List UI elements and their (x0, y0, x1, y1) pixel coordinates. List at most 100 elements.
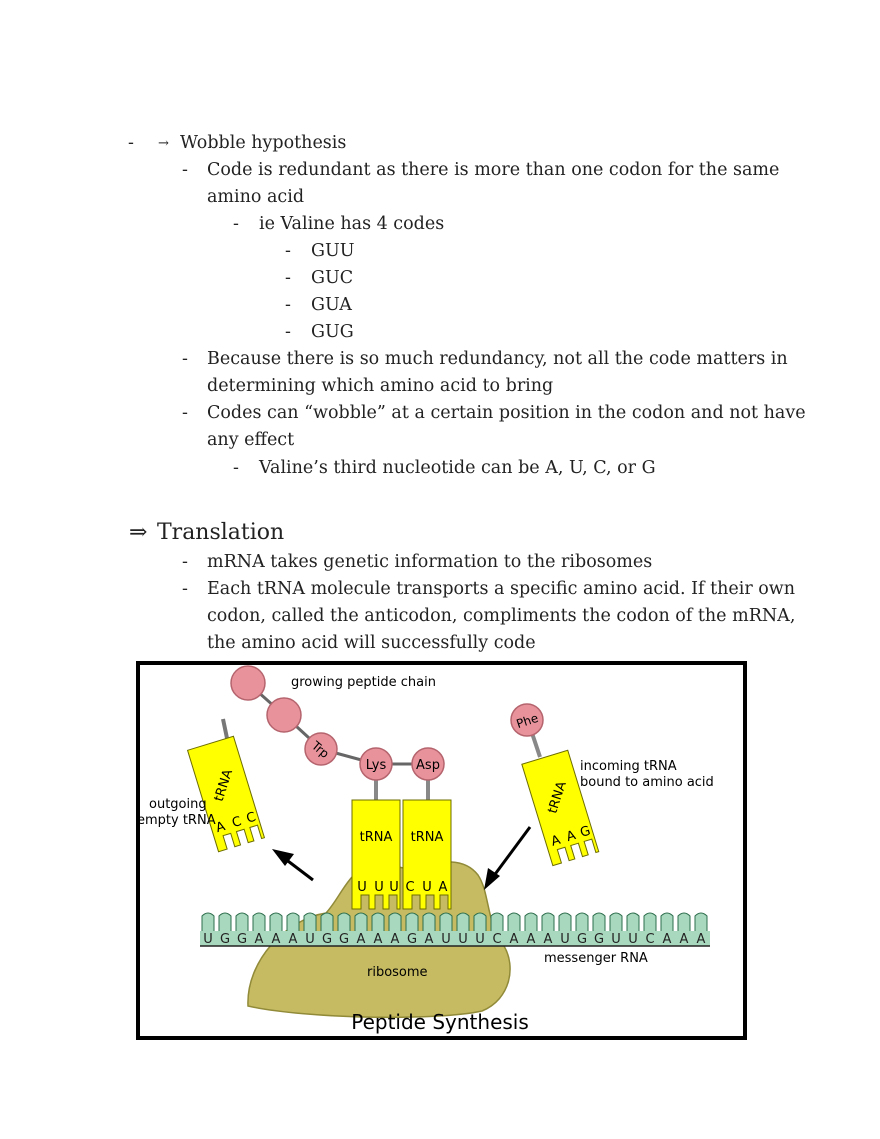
exit-arrow-icon (272, 849, 314, 882)
figure-title: Peptide Synthesis (351, 1010, 529, 1034)
mrna-base: G (322, 932, 332, 947)
incoming-label-2: bound to amino acid (580, 775, 714, 790)
mrna-tooth (354, 912, 368, 931)
translation-heading: Translation (157, 520, 285, 545)
mrna-tooth (252, 912, 266, 931)
mrna-tooth (558, 912, 572, 931)
mrna-tooth (201, 912, 215, 931)
mrna-base: A (289, 932, 298, 947)
lys-label: Lys (366, 758, 387, 773)
wobble-title: Wobble hypothesis (180, 133, 347, 153)
mrna-base: A (374, 932, 383, 947)
mrna-tooth (609, 912, 623, 931)
trna-line-3: the amino acid will successfully code (207, 633, 536, 653)
redundant-line-2: amino acid (207, 187, 305, 207)
mrna-base: A (510, 932, 519, 947)
amino-acid-asp (411, 747, 445, 781)
arrow-marker: → (158, 136, 169, 151)
valine-line: ie Valine has 4 codes (259, 214, 445, 234)
anticodon-base: U (357, 880, 367, 895)
mrna-tooth (575, 912, 589, 931)
bullet-dash: - (182, 579, 188, 599)
mrna-tooth (592, 912, 606, 931)
trna-label: tRNA (411, 830, 444, 845)
trna-label: tRNA (360, 830, 393, 845)
bullet-dash: - (285, 268, 291, 288)
ribosome-label: ribosome (367, 965, 428, 980)
trna-incoming: tRNA A A G (521, 749, 600, 867)
mrna-base: A (255, 932, 264, 947)
mrna-base: G (577, 932, 587, 947)
mrna-tooth (286, 912, 300, 931)
mrna-tooth (371, 912, 385, 931)
mrna-tooth (337, 912, 351, 931)
mrna-backbone (200, 931, 710, 946)
mrna-tooth (490, 912, 504, 931)
mrna-base: A (663, 932, 672, 947)
mrna-base: A (527, 932, 536, 947)
mrna-strand (200, 912, 710, 947)
mrna-tooth (694, 912, 708, 931)
mrna-base: C (492, 932, 501, 947)
codon-item: GUC (311, 268, 354, 288)
mrna-base: G (220, 932, 230, 947)
wobble-line-2: any effect (207, 430, 295, 450)
bullet-dash: - (233, 458, 239, 478)
mrna-line: mRNA takes genetic information to the ri… (207, 552, 653, 572)
bullet-dash: - (233, 214, 239, 234)
mrna-base: G (237, 932, 247, 947)
mrna-base: U (628, 932, 638, 947)
trna-outgoing: tRNA A C C (186, 735, 266, 853)
mrna-base: G (594, 932, 604, 947)
codon-item: GUA (311, 295, 352, 315)
anticodon-base: A (439, 880, 448, 895)
wobble-line-1: Codes can “wobble” at a certain position… (207, 403, 806, 423)
entry-arrow-icon (484, 826, 532, 890)
mrna-base: A (272, 932, 281, 947)
mrna-tooth (218, 912, 232, 931)
amino-acid-phe (510, 703, 544, 737)
mrna-base: U (475, 932, 485, 947)
anticodon-base: C (245, 810, 258, 827)
mrna-base: U (560, 932, 570, 947)
mrna-base: U (203, 932, 213, 947)
bullet-dash: - (285, 295, 291, 315)
trna-line-1: Each tRNA molecule transports a specific… (207, 579, 796, 599)
mrna-tooth (388, 912, 402, 931)
anticodon-base: A (214, 819, 227, 836)
bullet-dash: - (182, 552, 188, 572)
mrna-tooth (422, 912, 436, 931)
codon-item: GUG (311, 322, 354, 342)
mrna-tooth (677, 912, 691, 931)
mrna-tooth (626, 912, 640, 931)
mrna-base: U (441, 932, 451, 947)
bullet-dash: - (285, 241, 291, 261)
double-arrow-icon: ⇒ (129, 520, 148, 545)
messenger-rna-label: messenger RNA (544, 951, 648, 966)
anticodon-base: U (422, 880, 432, 895)
mrna-base: A (357, 932, 366, 947)
bullet-dash: - (128, 133, 134, 153)
mrna-tooth (269, 912, 283, 931)
trna-right: tRNA C U A (402, 799, 452, 910)
mrna-base: C (645, 932, 654, 947)
anticodon-base: C (405, 880, 414, 895)
peptide-chain: Trp Lys Asp Phe (221, 665, 544, 801)
trna-left: tRNA U U U (351, 799, 401, 910)
codon-item: GUU (311, 241, 355, 261)
mrna-tooth (473, 912, 487, 931)
third-nucleotide-line: Valine’s third nucleotide can be A, U, C… (259, 458, 656, 478)
because-line-2: determining which amino acid to bring (207, 376, 554, 396)
mrna-tooth (320, 912, 334, 931)
mrna-base: A (680, 932, 689, 947)
growing-chain-label: growing peptide chain (291, 675, 436, 690)
amino-acid-bead (230, 665, 266, 701)
amino-acid-trp (304, 732, 338, 766)
asp-label: Asp (416, 758, 440, 773)
mrna-tooth (235, 912, 249, 931)
mrna-tooth (303, 912, 317, 931)
bullet-dash: - (285, 322, 291, 342)
mrna-base: U (458, 932, 468, 947)
outgoing-label-2: empty tRNA (137, 813, 216, 828)
